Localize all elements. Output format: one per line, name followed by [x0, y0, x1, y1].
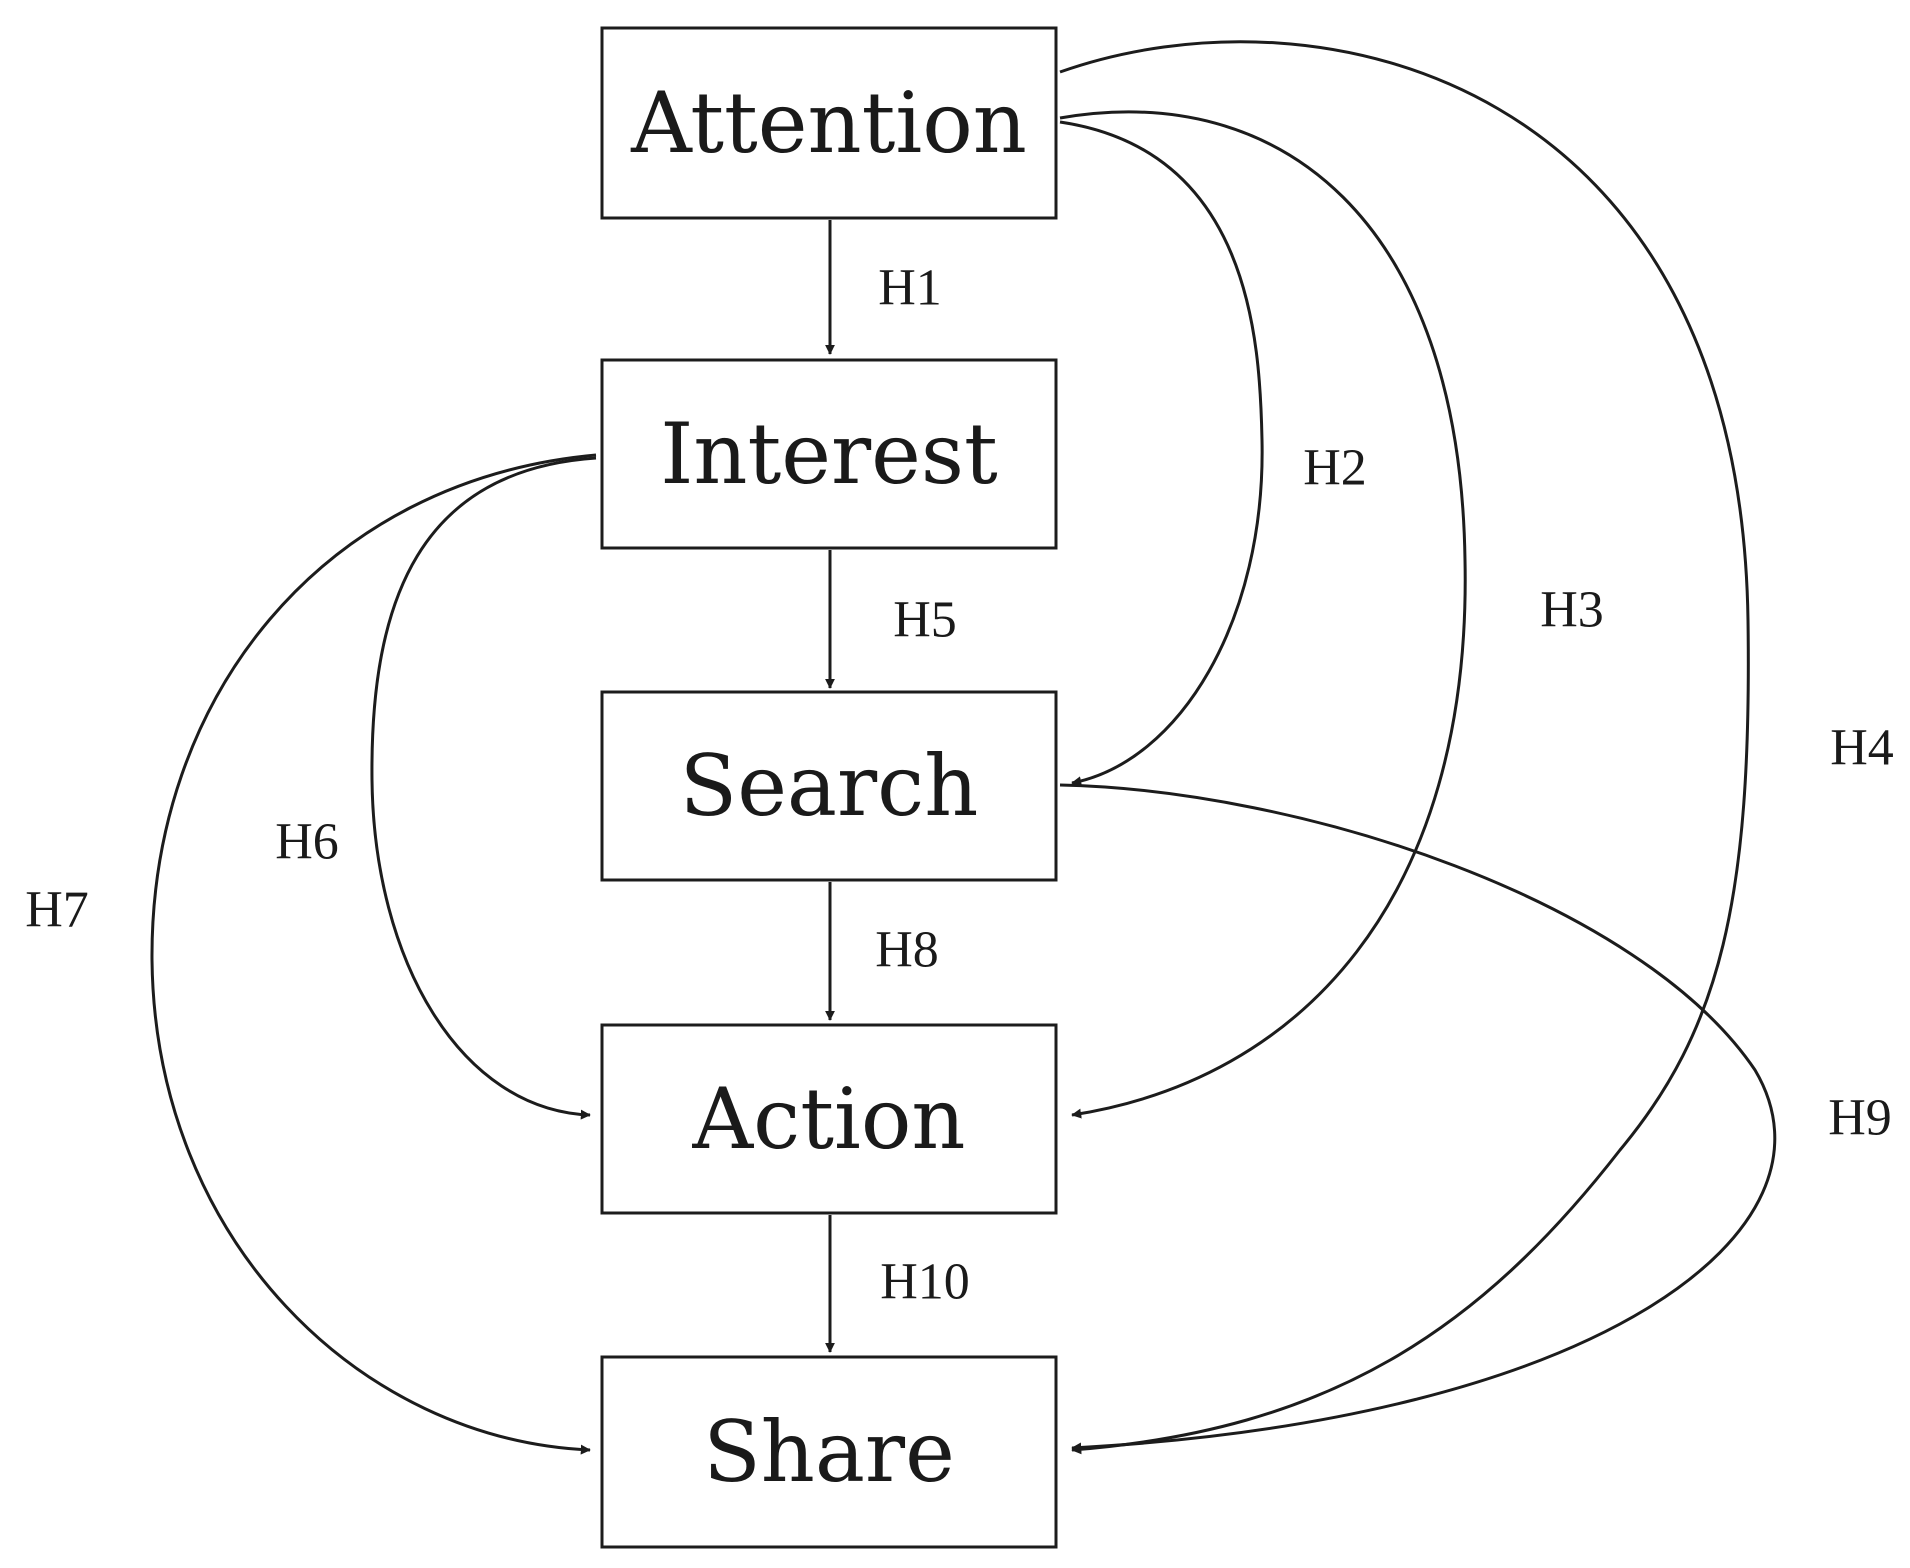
stage-attention-box	[600, 26, 1058, 220]
edge-h4-attention-to-share	[1059, 40, 1750, 1455]
label-h9: H9	[1828, 1090, 1892, 1147]
stage-share: Share	[600, 1355, 1058, 1549]
stage-action: Action	[600, 1023, 1058, 1215]
stage-interest: Interest	[600, 358, 1058, 550]
edge-h2-attention-to-search	[1059, 120, 1264, 787]
stage-search: Search	[600, 690, 1058, 882]
edge-h7-interest-to-share	[150, 453, 597, 1455]
stage-attention-label: Attention	[630, 74, 1027, 172]
stage-interest-label: Interest	[660, 405, 998, 503]
label-h8: H8	[875, 922, 939, 979]
label-h5: H5	[893, 592, 957, 649]
stage-share-label: Share	[703, 1403, 955, 1501]
hypothesis-labels: H1 H2 H3 H4 H5 H6 H7 H8 H9 H10	[25, 260, 1894, 1311]
stages: Attention Interest Search Action Share	[600, 26, 1058, 1549]
label-h1: H1	[878, 260, 942, 317]
edge-h9-search-to-share	[1059, 783, 1777, 1453]
label-h7: H7	[25, 882, 89, 939]
stage-action-box	[600, 1023, 1058, 1215]
stage-search-label: Search	[680, 737, 979, 835]
stage-action-label: Action	[692, 1070, 966, 1168]
label-h2: H2	[1303, 440, 1367, 497]
stage-attention: Attention	[600, 26, 1058, 220]
edge-h3-attention-to-action	[1059, 110, 1467, 1119]
stage-interest-box	[600, 358, 1058, 550]
label-h10: H10	[880, 1254, 970, 1311]
edge-h6-interest-to-action	[370, 456, 597, 1120]
label-h3: H3	[1540, 582, 1604, 639]
edges	[150, 40, 1777, 1455]
stage-share-box	[600, 1355, 1058, 1549]
label-h6: H6	[275, 814, 339, 871]
stage-search-box	[600, 690, 1058, 882]
label-h4: H4	[1830, 720, 1894, 777]
